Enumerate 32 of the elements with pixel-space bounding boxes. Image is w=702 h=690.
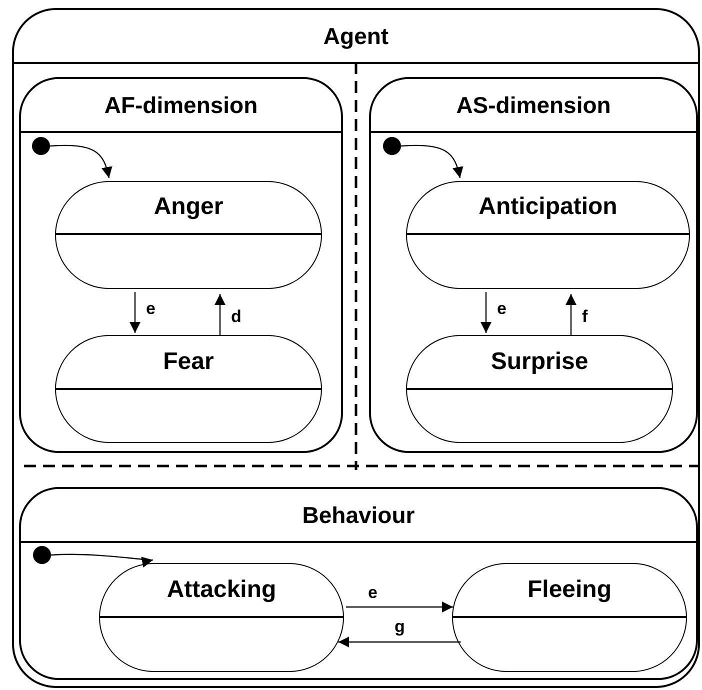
state-title: Agent: [323, 22, 389, 50]
edge-label: e: [368, 584, 378, 601]
transition-arrow: [400, 144, 463, 178]
edge-label: f: [582, 308, 588, 325]
state-title: Behaviour: [302, 502, 415, 528]
transition-arrow: [346, 602, 454, 612]
transition-arrow: [130, 292, 140, 333]
state-name: Anger: [154, 193, 224, 222]
edge-label: d: [231, 308, 242, 325]
initial-state-dot: [383, 137, 401, 155]
transition-arrow: [50, 554, 154, 566]
state-name: Fleeing: [527, 576, 612, 604]
transition-arrow: [214, 294, 226, 335]
composite-state: [19, 77, 343, 453]
transition-arrow: [566, 294, 576, 335]
state-title: AF-dimension: [104, 92, 258, 118]
state-name: Fear: [163, 348, 214, 376]
edge-label: e: [497, 300, 506, 317]
edge-label: g: [394, 618, 405, 635]
state-name: Anticipation: [478, 193, 618, 222]
composite-state: [12, 8, 700, 688]
initial-state-dot: [32, 137, 50, 155]
edge-label: e: [146, 300, 156, 317]
state-title: AS-dimension: [456, 92, 611, 118]
composite-state: [19, 487, 698, 680]
composite-state: [369, 77, 698, 453]
transition-arrow: [338, 636, 461, 648]
initial-state-dot: [33, 546, 51, 564]
state-name: Surprise: [490, 348, 588, 376]
transition-arrow: [50, 144, 112, 178]
state-name: Attacking: [166, 576, 276, 604]
transition-arrow: [480, 292, 492, 333]
